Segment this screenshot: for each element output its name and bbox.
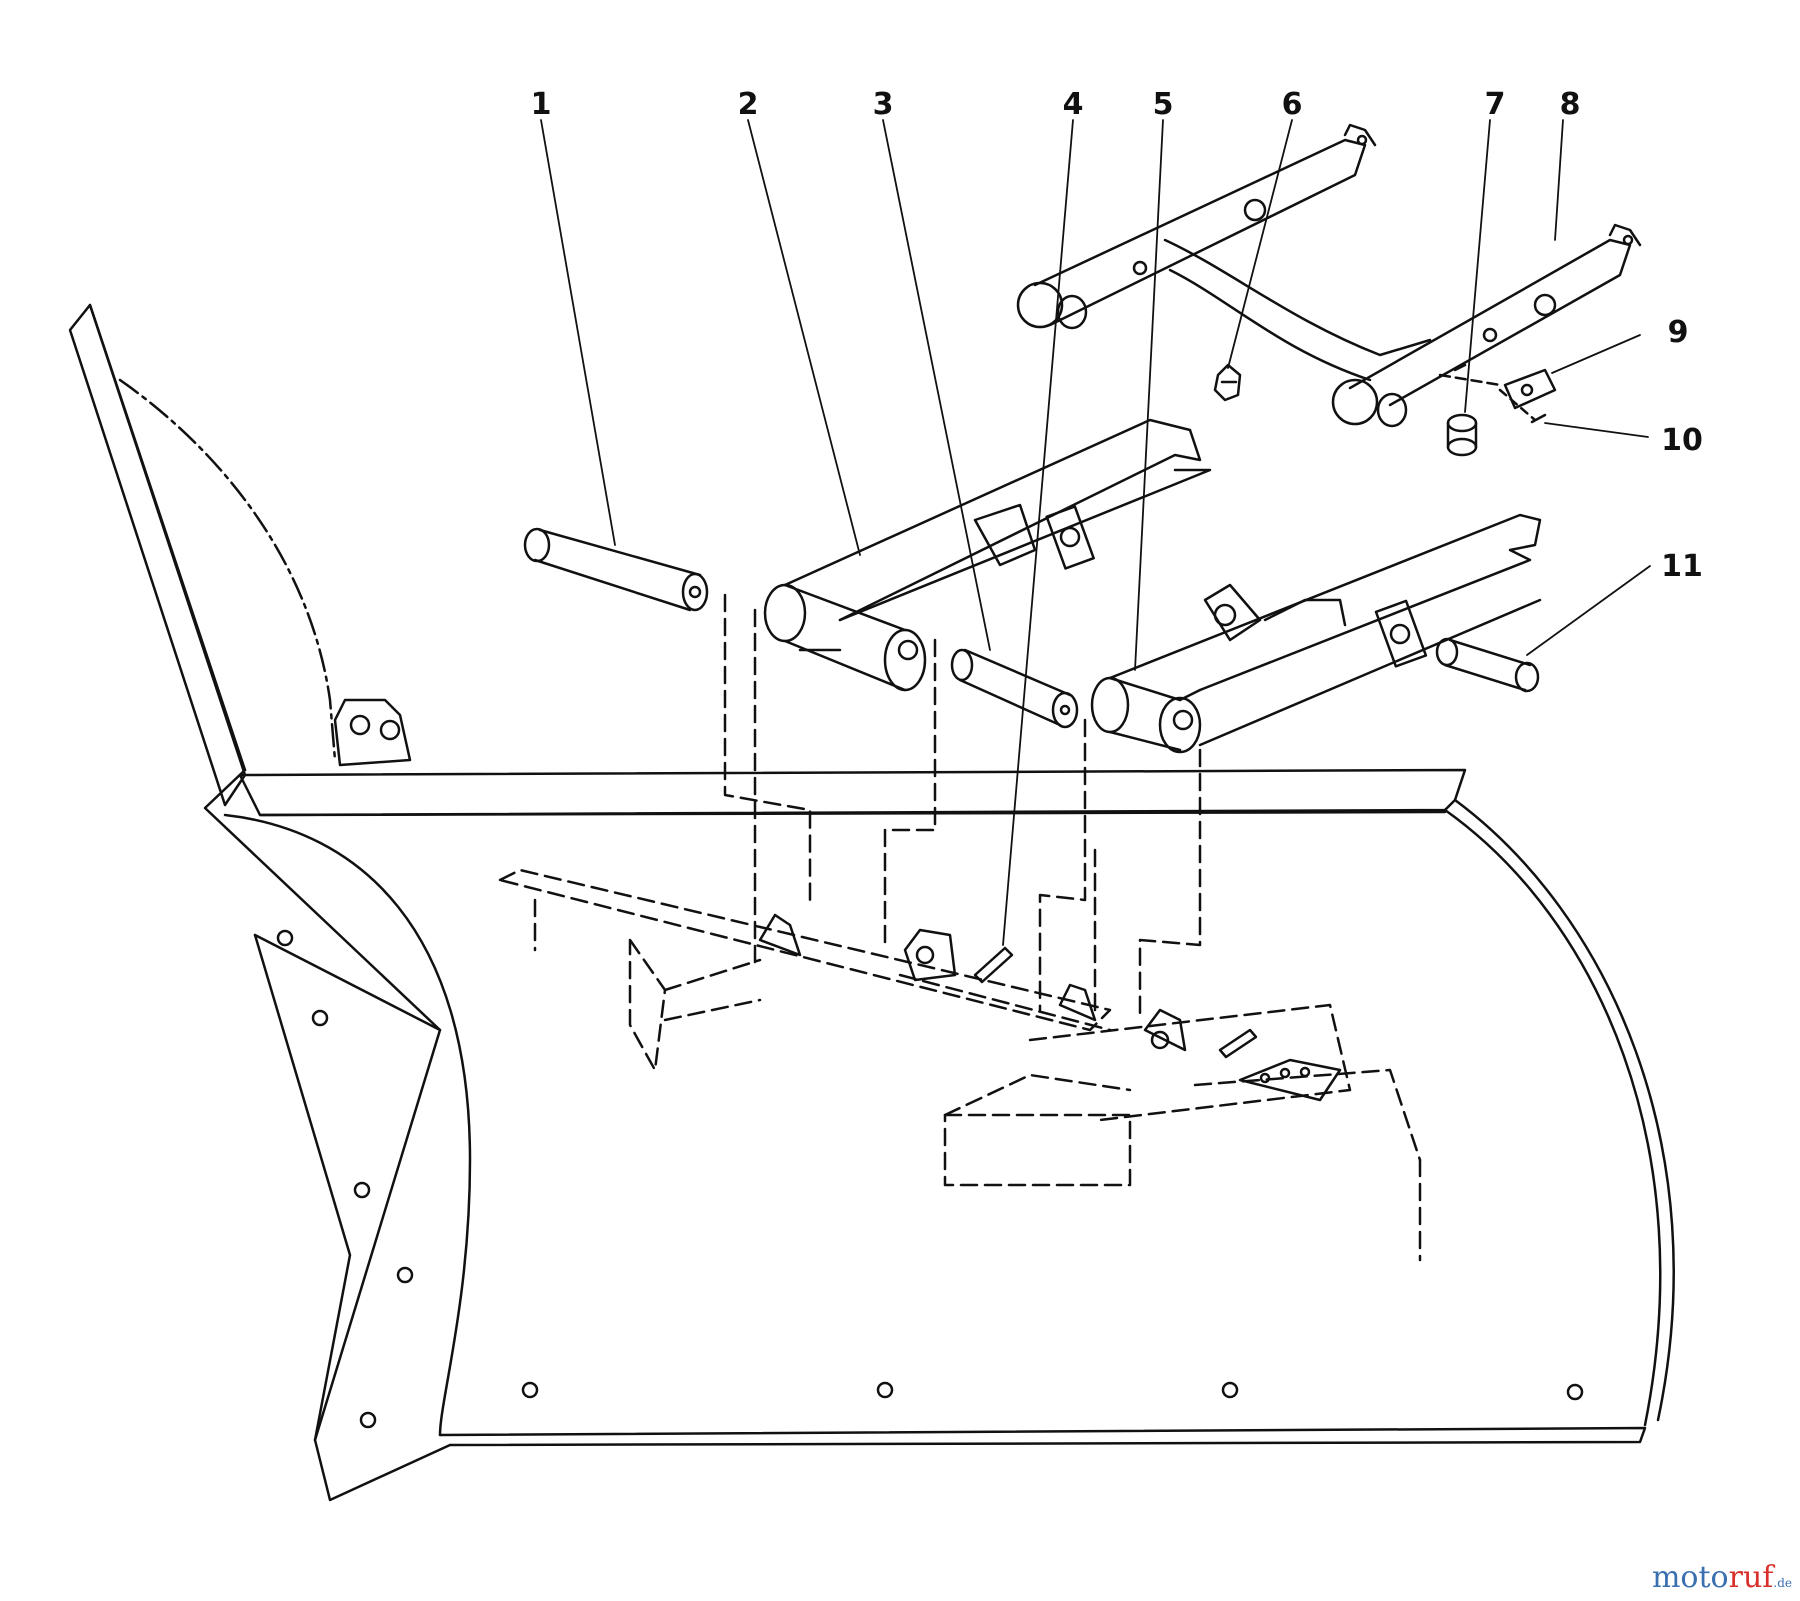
label-part-10: 10	[1661, 423, 1703, 458]
part-8-h-frame	[1016, 123, 1642, 428]
label-part-3: 3	[873, 87, 894, 122]
leader-lines	[540, 119, 1651, 946]
part-9-plate	[1438, 368, 1557, 410]
label-part-4: 4	[1063, 87, 1084, 122]
part-3-pin	[950, 648, 1079, 729]
label-part-9: 9	[1668, 315, 1689, 350]
watermark-main: moto	[1651, 1560, 1729, 1595]
deflector-fin	[68, 303, 412, 807]
label-part-1: 1	[531, 87, 552, 122]
label-part-5: 5	[1153, 87, 1174, 122]
watermark-logo: motoruf.de	[1652, 1560, 1792, 1595]
part-5-arm	[1090, 513, 1542, 754]
label-part-6: 6	[1282, 87, 1303, 122]
label-part-11: 11	[1661, 549, 1703, 584]
frame-bracket	[758, 913, 1342, 1102]
part-6-nut	[1213, 363, 1242, 402]
part-11-pin	[1435, 637, 1540, 693]
watermark-accent: ruf	[1728, 1560, 1774, 1595]
part-1-pin	[523, 527, 709, 612]
part-10-cotter-pin	[1498, 388, 1547, 424]
blade-bolt	[521, 1381, 1584, 1401]
cotter-pin	[973, 946, 1258, 1059]
plow-blade	[203, 768, 1675, 1502]
hidden-mounting-frame	[498, 593, 1422, 1262]
part-labels: 1 2 3 4 5 6 7 8 9 10 11	[531, 87, 1703, 584]
side-plate-bolt	[276, 929, 414, 1429]
watermark-tld: .de	[1773, 1576, 1792, 1590]
label-part-2: 2	[738, 87, 759, 122]
part-7-bushing	[1446, 363, 1478, 457]
label-part-7: 7	[1485, 87, 1506, 122]
part-2-arm	[763, 418, 1212, 692]
label-part-8: 8	[1560, 87, 1581, 122]
